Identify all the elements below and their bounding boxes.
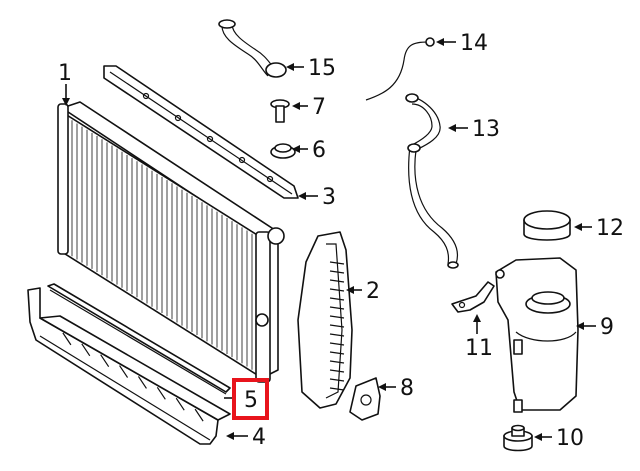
- detail-line: [329, 387, 345, 391]
- callout-5[interactable]: 5: [244, 388, 258, 413]
- callout-6[interactable]: 6: [312, 138, 326, 163]
- detail-line: [329, 369, 345, 373]
- rubber-mount-part[interactable]: [503, 424, 533, 452]
- bracket-part[interactable]: [349, 377, 381, 421]
- detail-line: [329, 306, 345, 310]
- coolant-hose-part[interactable]: [405, 93, 459, 269]
- detail-line: [329, 270, 345, 274]
- detail-line: [329, 288, 345, 292]
- callout-8[interactable]: 8: [400, 376, 414, 401]
- callout-11[interactable]: 11: [465, 336, 493, 361]
- detail-line: [329, 333, 345, 337]
- detail-line: [329, 378, 345, 382]
- detail-line: [156, 387, 166, 400]
- cap-part[interactable]: [523, 210, 571, 241]
- expansion-tank-part[interactable]: [495, 257, 579, 413]
- detail-line: [329, 324, 345, 328]
- callout-1[interactable]: 1: [58, 61, 72, 86]
- callout-4[interactable]: 4: [252, 425, 266, 450]
- callout-13[interactable]: 13: [472, 117, 500, 142]
- selected-callout-frame: [232, 378, 269, 420]
- vent-line-part[interactable]: [365, 37, 435, 101]
- detail-line: [175, 397, 185, 411]
- detail-line: [329, 315, 345, 319]
- callout-15[interactable]: 15: [308, 56, 336, 81]
- upper-air-guide-part[interactable]: [103, 65, 299, 199]
- detail-line: [329, 261, 345, 265]
- callout-labels: 1 2 3 4 5 6 7 8 9 10 11 12 13 14 15: [58, 31, 624, 451]
- detail-line: [194, 408, 204, 422]
- callout-14[interactable]: 14: [460, 31, 488, 56]
- detail-line: [81, 343, 91, 357]
- radiator-part[interactable]: [57, 101, 285, 383]
- detail-line: [329, 297, 345, 301]
- callout-9[interactable]: 9: [600, 315, 614, 340]
- detail-line: [329, 351, 345, 355]
- detail-line: [329, 342, 345, 346]
- detail-line: [62, 332, 72, 346]
- hose-part[interactable]: [218, 19, 287, 78]
- lower-air-guide-part[interactable]: [27, 287, 231, 445]
- bolt-part[interactable]: [270, 99, 290, 123]
- duct-grille: [329, 261, 345, 391]
- seal-strip-part[interactable]: [47, 283, 231, 395]
- callout-3[interactable]: 3: [322, 185, 336, 210]
- callout-12[interactable]: 12: [596, 216, 624, 241]
- callout-10[interactable]: 10: [556, 426, 584, 451]
- tank-bracket-part[interactable]: [451, 281, 495, 313]
- detail-line: [137, 376, 147, 389]
- callout-7[interactable]: 7: [312, 95, 326, 120]
- detail-line: [100, 354, 110, 367]
- grommet-part[interactable]: [270, 143, 296, 159]
- detail-line: [329, 360, 345, 364]
- side-air-duct-part[interactable]: [297, 231, 353, 409]
- detail-line: [119, 365, 129, 378]
- callout-2[interactable]: 2: [366, 279, 380, 304]
- lower-air-guide-slats: [62, 332, 204, 422]
- leader-lines: [62, 38, 596, 441]
- detail-line: [329, 279, 345, 283]
